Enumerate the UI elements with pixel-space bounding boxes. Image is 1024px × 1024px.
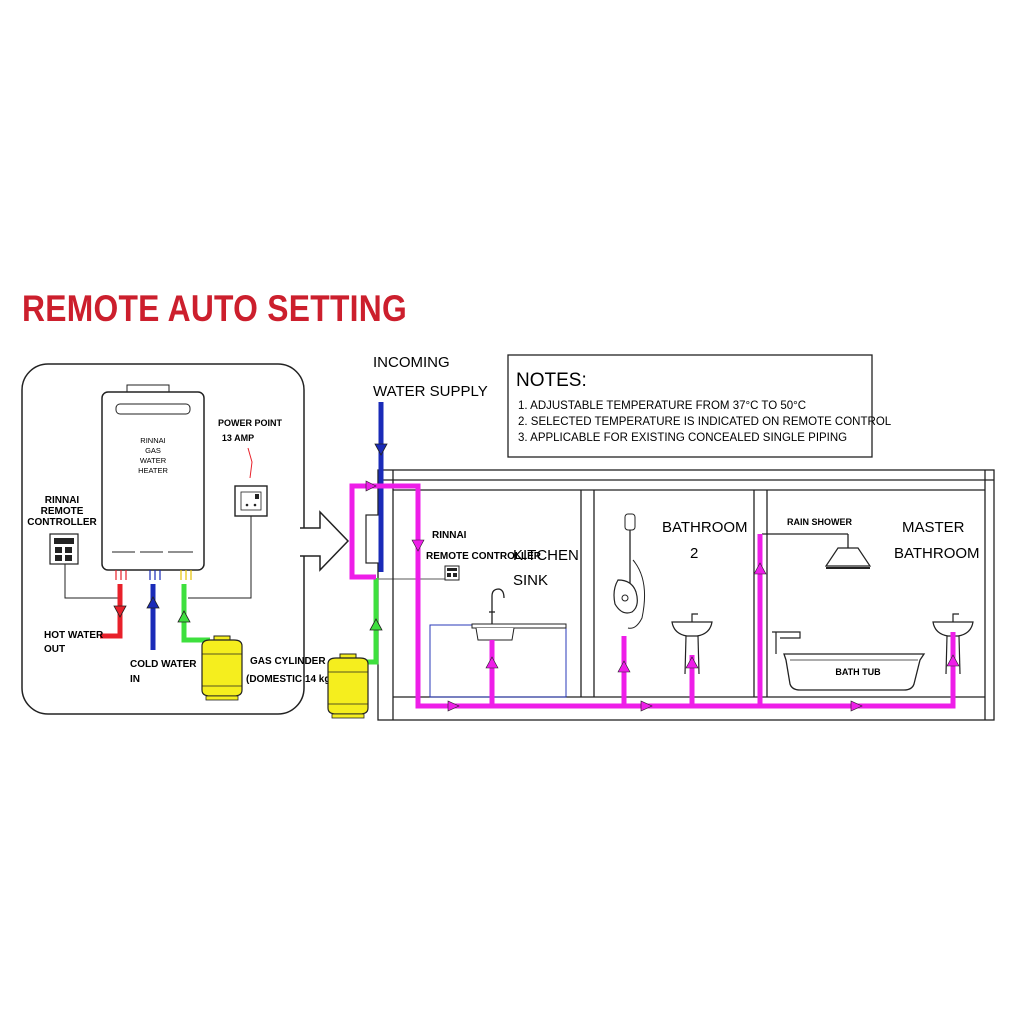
bathroom2-label-2: 2 bbox=[690, 545, 698, 562]
bath-tub-label: BATH TUB bbox=[835, 667, 881, 677]
arrow-right-icon bbox=[300, 510, 350, 572]
bath-tub-icon bbox=[772, 631, 926, 691]
page-title: REMOTE AUTO SETTING bbox=[22, 288, 407, 329]
hot-water-pipe bbox=[100, 584, 123, 639]
cold-water-label-1: COLD WATER bbox=[130, 659, 197, 670]
heater-label-1: RINNAI bbox=[140, 436, 165, 445]
bathroom2-label-1: BATHROOM bbox=[662, 519, 748, 536]
remote-right-label-1: RINNAI bbox=[432, 530, 467, 541]
kitchen-label-1: KITCHEN bbox=[513, 547, 579, 564]
flow-arrows bbox=[365, 480, 960, 712]
notes-box bbox=[507, 354, 873, 458]
gas-pipe-house bbox=[362, 578, 379, 665]
power-cable bbox=[188, 516, 252, 599]
kitchen-sink-icon bbox=[471, 588, 567, 641]
notes-heading: NOTES: bbox=[516, 370, 587, 391]
remote-left-label-2: REMOTE bbox=[41, 506, 84, 517]
notes-item-1: 1. ADJUSTABLE TEMPERATURE FROM 37°C TO 5… bbox=[518, 400, 806, 412]
hot-flow-arrow bbox=[113, 605, 127, 618]
gas-cylinder-icon bbox=[327, 653, 369, 719]
remote-controller-icon bbox=[49, 533, 79, 565]
rain-shower-label: RAIN SHOWER bbox=[787, 517, 853, 527]
hand-shower-icon bbox=[613, 513, 645, 629]
cold-flow-arrow bbox=[374, 443, 388, 456]
remote-controller-icon bbox=[444, 565, 460, 581]
heater-label-3: WATER bbox=[140, 456, 167, 465]
rain-shower-icon bbox=[762, 533, 872, 569]
gas-flow-arrow bbox=[369, 618, 383, 631]
gas-connector bbox=[180, 570, 192, 580]
master-label-2: BATHROOM bbox=[894, 545, 980, 562]
cold-flow-arrow bbox=[146, 596, 160, 609]
remote-left-label-1: RINNAI bbox=[45, 495, 80, 506]
power-socket-icon bbox=[234, 485, 268, 517]
power-point-label-1: POWER POINT bbox=[218, 418, 283, 428]
cold-connector bbox=[149, 570, 161, 580]
incoming-label-1: INCOMING bbox=[373, 354, 450, 371]
kitchen-label-2: SINK bbox=[513, 572, 548, 589]
heater-label-4: HEATER bbox=[138, 466, 168, 475]
hot-water-label-2: OUT bbox=[44, 644, 65, 655]
remote-left-label-3: CONTROLLER bbox=[27, 517, 97, 528]
remote-right-label-2: REMOTE CONTROLLER bbox=[426, 551, 542, 562]
hot-connector bbox=[115, 570, 127, 580]
master-label-1: MASTER bbox=[902, 519, 965, 536]
water-heater: RINNAI GAS WATER HEATER bbox=[101, 384, 205, 571]
remote-cable bbox=[64, 564, 118, 599]
cold-water-label-2: IN bbox=[130, 674, 140, 685]
power-leader-line bbox=[247, 447, 253, 479]
power-point-label-2: 13 AMP bbox=[222, 433, 254, 443]
notes-item-2: 2. SELECTED TEMPERATURE IS INDICATED ON … bbox=[518, 416, 892, 428]
wall-heater-unit bbox=[365, 514, 381, 564]
gas-cylinder-label-2: (DOMESTIC 14 kg) bbox=[246, 674, 334, 685]
gas-flow-arrow bbox=[177, 610, 191, 623]
notes-item-3: 3. APPLICABLE FOR EXISTING CONCEALED SIN… bbox=[518, 432, 847, 444]
gas-cylinder-icon bbox=[201, 635, 243, 701]
gas-cylinder-label-1: GAS CYLINDER bbox=[250, 656, 326, 667]
heater-label-2: GAS bbox=[145, 446, 161, 455]
hot-water-label-1: HOT WATER bbox=[44, 630, 104, 641]
incoming-label-2: WATER SUPPLY bbox=[373, 383, 488, 400]
gas-pipe bbox=[181, 584, 210, 643]
